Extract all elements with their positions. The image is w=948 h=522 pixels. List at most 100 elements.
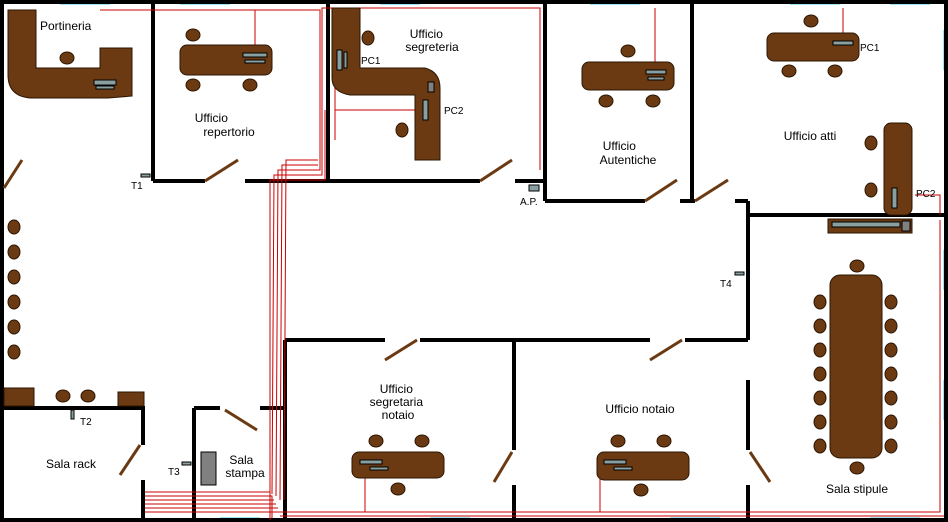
- pc-icon: [603, 459, 627, 465]
- pc1-segreteria-icon: [336, 49, 343, 71]
- chair: [59, 51, 75, 65]
- chair: [185, 78, 201, 92]
- keyboard-icon: [647, 76, 665, 81]
- keyboard-icon: [369, 466, 389, 471]
- chair: [7, 219, 21, 235]
- waiting-bench: [3, 387, 145, 407]
- pc-icon: [645, 69, 667, 75]
- chair: [7, 244, 21, 260]
- chair: [55, 389, 71, 403]
- desk: [351, 451, 445, 479]
- chair: [884, 366, 898, 382]
- chair: [813, 438, 827, 454]
- chair: [414, 434, 430, 448]
- chair: [884, 294, 898, 310]
- room-label-stampa: Sala stampa: [225, 453, 265, 480]
- room-repertorio: Ufficio repertorio: [179, 28, 273, 139]
- chair: [80, 389, 96, 403]
- printer-icon: [427, 81, 435, 93]
- room-label-segreteria: Ufficio segreteria: [405, 27, 459, 54]
- marker-pc1-atti: PC1: [860, 43, 880, 54]
- waiting-chairs: [7, 219, 21, 360]
- chair: [7, 294, 21, 310]
- tap-icon: [70, 409, 75, 420]
- room-segretaria-notaio: Ufficio segretaria notaio: [351, 382, 445, 496]
- marker-t3: T3: [168, 467, 180, 478]
- room-stampa: Sala stampa: [200, 451, 265, 486]
- marker-ap: A.P.: [520, 197, 538, 208]
- keyboard-icon: [613, 466, 633, 471]
- marker-pc1-segreteria: PC1: [361, 56, 381, 67]
- chair: [7, 269, 21, 285]
- pc2-atti-icon: [891, 187, 898, 209]
- room-rack: Sala rack: [46, 457, 97, 471]
- room-label-repertorio: Ufficio repertorio: [195, 111, 255, 139]
- room-label-stipule: Sala stipule: [826, 482, 888, 496]
- chair: [7, 319, 21, 335]
- meeting-table: [829, 274, 883, 459]
- room-label-portineria: Portineria: [40, 19, 92, 33]
- equipment-icon: [831, 221, 901, 228]
- room-notaio: Ufficio notaio: [596, 402, 690, 497]
- tap-icon: [734, 271, 745, 276]
- pc1-atti-icon: [832, 40, 854, 46]
- chair: [849, 259, 865, 273]
- pc-icon: [359, 459, 383, 465]
- room-stipule: Sala stipule: [813, 259, 898, 496]
- chair: [884, 438, 898, 454]
- printer-icon: [901, 220, 911, 232]
- l-desk: [331, 7, 441, 161]
- chair: [368, 434, 384, 448]
- chair: [620, 44, 636, 58]
- room-label-autentiche: Ufficio Autentiche: [600, 139, 657, 167]
- marker-t1: T1: [131, 181, 143, 192]
- chair: [242, 78, 258, 92]
- chair: [390, 482, 406, 496]
- room-segreteria: PC1 PC2 Ufficio segreteria: [331, 7, 464, 161]
- pc-icon: [93, 79, 117, 86]
- pc2-segreteria-icon: [422, 99, 429, 121]
- room-portineria: Portineria: [7, 9, 133, 99]
- network-cables: [100, 7, 944, 520]
- chair: [610, 434, 626, 448]
- chair: [813, 390, 827, 406]
- reception-desk: [7, 9, 133, 99]
- chair: [884, 342, 898, 358]
- desk: [883, 122, 913, 216]
- chair: [633, 483, 649, 497]
- chair: [803, 14, 819, 28]
- room-atti: PC1 PC2 Ufficio atti: [766, 14, 936, 216]
- side-chairs: [813, 294, 898, 454]
- desk: [596, 451, 690, 481]
- chair: [884, 318, 898, 334]
- cabinet: [3, 387, 35, 407]
- access-point-icon: [528, 184, 540, 192]
- marker-pc2-atti: PC2: [916, 189, 936, 200]
- chair: [813, 342, 827, 358]
- chair: [884, 414, 898, 430]
- chair: [884, 390, 898, 406]
- keyboard-icon: [95, 85, 115, 90]
- floor-areas: [4, 4, 944, 518]
- chair: [645, 94, 661, 108]
- chair: [864, 182, 878, 198]
- marker-t2: T2: [80, 417, 92, 428]
- room-label-notaio: Ufficio notaio: [605, 402, 674, 416]
- chair: [781, 64, 797, 78]
- doors: [2, 158, 772, 483]
- chair: [7, 344, 21, 360]
- chair: [395, 122, 409, 138]
- pc-icon: [242, 52, 268, 58]
- keyboard-icon: [343, 51, 348, 69]
- marker-pc2-segreteria: PC2: [444, 106, 464, 117]
- printer-icon: [200, 451, 217, 486]
- marker-t4: T4: [720, 279, 732, 290]
- chair: [813, 366, 827, 382]
- desk: [766, 32, 860, 62]
- room-label-segretaria-notaio: Ufficio segretaria notaio: [370, 382, 427, 422]
- chair: [185, 28, 201, 42]
- network-taps: T1 T2 T3 T4 A.P.: [70, 173, 745, 478]
